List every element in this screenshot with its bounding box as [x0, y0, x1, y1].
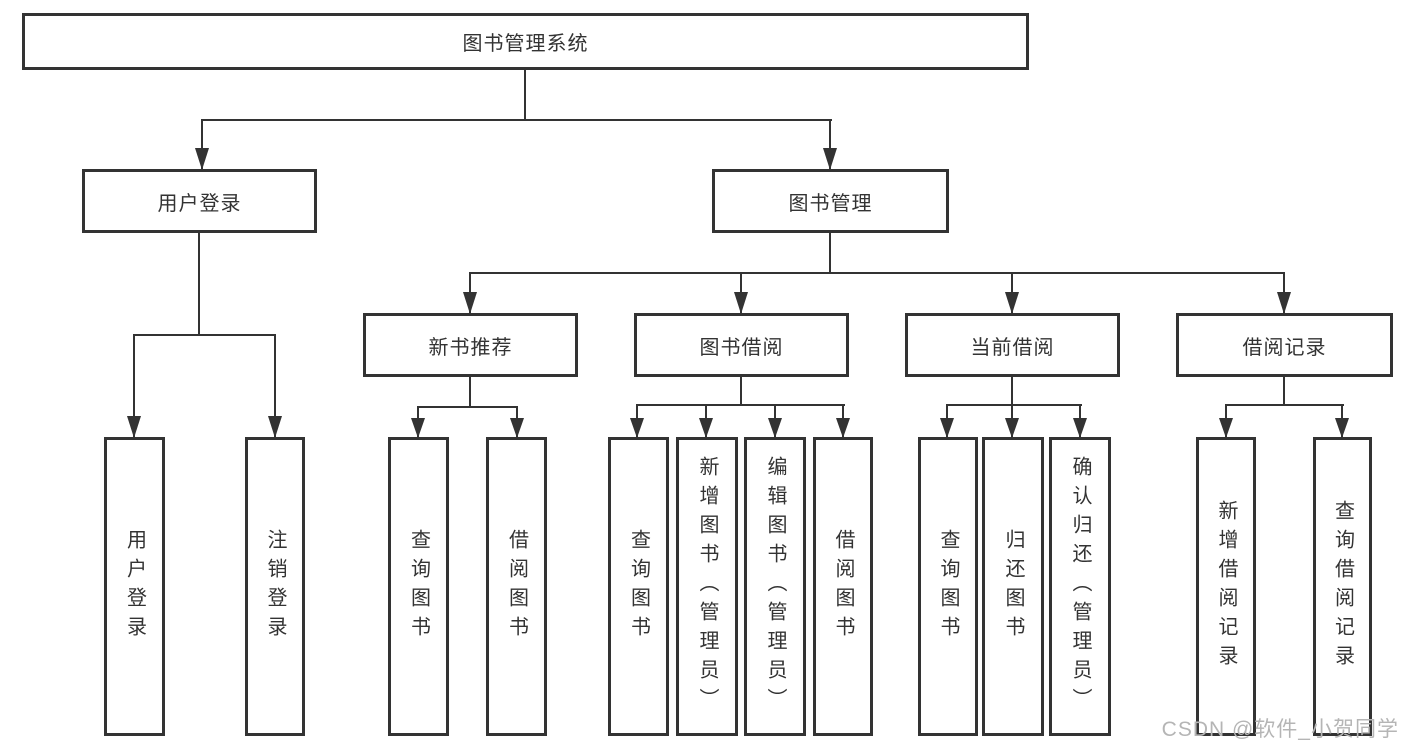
arrow-down-icon	[127, 336, 141, 438]
leaf-query-books-borrow-label: 查询图书	[627, 528, 650, 645]
arrow-down-icon	[268, 336, 282, 438]
connector-line	[524, 69, 526, 121]
leaf-add-book-admin-label: 新增图书（管理员）	[696, 456, 718, 717]
leaf-query-books-recommend-label: 查询图书	[407, 528, 430, 645]
node-book-borrow: 图书借阅	[634, 313, 849, 377]
leaf-confirm-return-admin-label: 确认归还（管理员）	[1069, 456, 1091, 717]
node-root: 图书管理系统	[22, 13, 1029, 70]
connector-line	[417, 406, 518, 408]
leaf-borrow-books: 借阅图书	[813, 437, 873, 736]
node-new-book-recommend: 新书推荐	[363, 313, 578, 377]
connector-line	[1225, 404, 1344, 406]
leaf-add-borrow-record-label: 新增借阅记录	[1215, 499, 1237, 674]
arrow-down-icon	[1005, 406, 1019, 438]
connector-line	[469, 377, 471, 408]
arrow-down-icon	[734, 274, 748, 314]
node-book-management: 图书管理	[712, 169, 949, 233]
arrow-down-icon	[1219, 406, 1233, 438]
node-current-borrow-label: 当前借阅	[970, 336, 1055, 359]
connector-line	[469, 272, 1285, 274]
connector-line	[740, 377, 742, 406]
arrow-down-icon	[1335, 406, 1349, 438]
node-book-management-label: 图书管理	[788, 192, 873, 215]
connector-line	[1011, 377, 1013, 406]
arrow-down-icon	[1005, 274, 1019, 314]
connector-line	[829, 233, 831, 274]
leaf-borrow-books-label: 借阅图书	[832, 528, 854, 645]
leaf-query-books-current-label: 查询图书	[937, 528, 959, 645]
connector-line	[133, 334, 276, 336]
connector-line	[1283, 377, 1285, 406]
arrow-down-icon	[411, 408, 425, 438]
node-book-borrow-label: 图书借阅	[699, 336, 784, 359]
arrow-down-icon	[1073, 406, 1087, 438]
leaf-user-login: 用户登录	[104, 437, 165, 736]
arrow-down-icon	[940, 406, 954, 438]
node-borrow-records-label: 借阅记录	[1242, 336, 1327, 359]
arrow-down-icon	[630, 406, 644, 438]
node-current-borrow: 当前借阅	[905, 313, 1120, 377]
arrow-down-icon	[768, 406, 782, 438]
leaf-query-borrow-record-label: 查询借阅记录	[1331, 499, 1354, 674]
leaf-query-books-recommend: 查询图书	[388, 437, 449, 736]
leaf-add-borrow-record: 新增借阅记录	[1196, 437, 1256, 736]
leaf-borrow-books-recommend: 借阅图书	[486, 437, 547, 736]
leaf-return-book-label: 归还图书	[1002, 528, 1024, 645]
arrow-down-icon	[195, 121, 209, 170]
leaf-edit-book-admin-label: 编辑图书（管理员）	[764, 456, 786, 717]
leaf-query-borrow-record: 查询借阅记录	[1313, 437, 1372, 736]
leaf-user-login-label: 用户登录	[123, 528, 146, 645]
leaf-borrow-books-recommend-label: 借阅图书	[505, 528, 528, 645]
arrow-down-icon	[699, 406, 713, 438]
leaf-add-book-admin: 新增图书（管理员）	[676, 437, 738, 736]
leaf-logout-label: 注销登录	[264, 528, 286, 645]
connector-line	[636, 404, 845, 406]
node-new-book-recommend-label: 新书推荐	[428, 336, 513, 359]
arrow-down-icon	[823, 121, 837, 170]
arrow-down-icon	[1277, 274, 1291, 314]
leaf-return-book: 归还图书	[982, 437, 1044, 736]
connector-line	[198, 233, 200, 336]
connector-line	[946, 404, 1082, 406]
node-user-login: 用户登录	[82, 169, 317, 233]
leaf-edit-book-admin: 编辑图书（管理员）	[744, 437, 806, 736]
arrow-down-icon	[836, 406, 850, 438]
leaf-logout: 注销登录	[245, 437, 305, 736]
arrow-down-icon	[510, 408, 524, 438]
node-borrow-records: 借阅记录	[1176, 313, 1393, 377]
leaf-query-books-current: 查询图书	[918, 437, 978, 736]
node-root-label: 图书管理系统	[462, 33, 589, 55]
leaf-query-books-borrow: 查询图书	[608, 437, 669, 736]
leaf-confirm-return-admin: 确认归还（管理员）	[1049, 437, 1111, 736]
node-user-login-label: 用户登录	[157, 192, 242, 215]
connector-line	[201, 119, 832, 121]
arrow-down-icon	[463, 274, 477, 314]
